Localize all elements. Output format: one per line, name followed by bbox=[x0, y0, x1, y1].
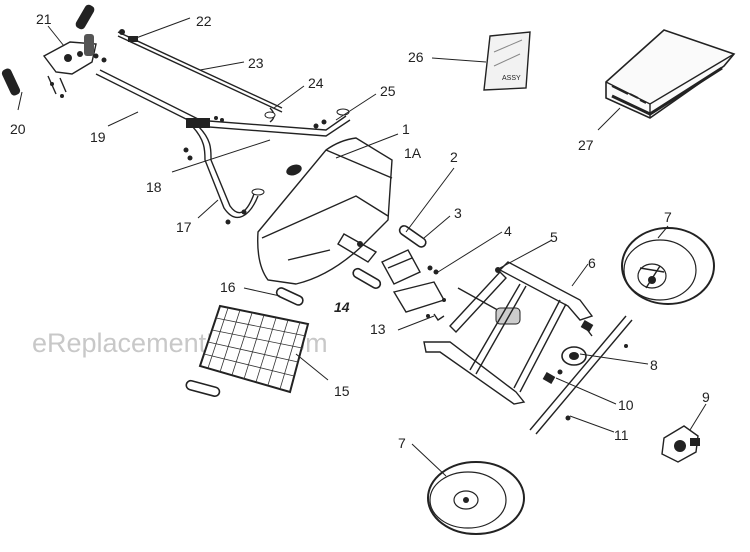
part-21-grip bbox=[75, 4, 95, 30]
label-16: 16 bbox=[220, 279, 236, 295]
part-17-18-25-frame-tubes bbox=[183, 108, 351, 225]
part-15-strip-lower bbox=[185, 379, 221, 398]
label-5: 5 bbox=[550, 229, 558, 245]
label-7-upper: 7 bbox=[664, 209, 672, 225]
part-7-wheel-lower bbox=[427, 461, 525, 535]
label-20: 20 bbox=[10, 121, 26, 137]
label-10: 10 bbox=[618, 397, 634, 413]
label-18: 18 bbox=[146, 179, 162, 195]
label-2: 2 bbox=[450, 149, 458, 165]
label-23: 23 bbox=[248, 55, 264, 71]
label-13: 13 bbox=[370, 321, 386, 337]
part-8-gear bbox=[561, 346, 587, 366]
label-6: 6 bbox=[588, 255, 596, 271]
part-27-cover bbox=[605, 29, 736, 119]
part-20-grip bbox=[1, 68, 21, 96]
label-17: 17 bbox=[176, 219, 192, 235]
label-11: 11 bbox=[614, 427, 629, 443]
label-27: 27 bbox=[578, 137, 594, 153]
label-14: 14 bbox=[334, 299, 350, 315]
part-2-shutter-plate bbox=[381, 249, 421, 285]
label-4: 4 bbox=[504, 223, 512, 239]
label-25: 25 bbox=[380, 83, 396, 99]
part-6-frame bbox=[423, 261, 594, 405]
label-24: 24 bbox=[308, 75, 324, 91]
part-19-handle-tube bbox=[95, 69, 205, 127]
part-13-clip bbox=[433, 298, 446, 321]
label-19: 19 bbox=[90, 129, 106, 145]
part-4-shutter-bracket bbox=[392, 265, 446, 318]
label-1: 1 bbox=[402, 121, 410, 137]
part-21-handle-bracket bbox=[42, 34, 107, 98]
part-24-clip bbox=[264, 111, 276, 119]
label-21: 21 bbox=[36, 11, 52, 27]
part-26-manual: ASSY bbox=[483, 31, 531, 91]
part-1-hopper bbox=[257, 137, 393, 285]
label-7-lower: 7 bbox=[398, 435, 406, 451]
label-8: 8 bbox=[650, 357, 658, 373]
part-14-strip bbox=[352, 267, 382, 289]
part-22-23-control-rod bbox=[117, 29, 283, 123]
label-26: 26 bbox=[408, 49, 424, 65]
part-16-strip bbox=[275, 287, 304, 306]
part-3-gasket bbox=[398, 225, 427, 248]
part-9-gearbox bbox=[661, 425, 700, 463]
label-22: 22 bbox=[196, 13, 212, 29]
manual-cover-text: ASSY bbox=[502, 75, 521, 82]
leader-lines bbox=[17, 17, 707, 477]
part-5-agitator bbox=[449, 267, 521, 334]
label-15: 15 bbox=[334, 383, 350, 399]
part-11-axle bbox=[529, 315, 633, 435]
label-9: 9 bbox=[702, 389, 710, 405]
label-1a: 1A bbox=[404, 145, 422, 161]
label-3: 3 bbox=[454, 205, 462, 221]
part-labels: 22 23 24 25 21 20 19 18 17 1 1A 2 3 4 5 … bbox=[10, 11, 710, 451]
part-15-screen bbox=[198, 304, 310, 394]
part-10-spring bbox=[542, 369, 571, 421]
part-7-wheel-upper bbox=[621, 227, 715, 305]
